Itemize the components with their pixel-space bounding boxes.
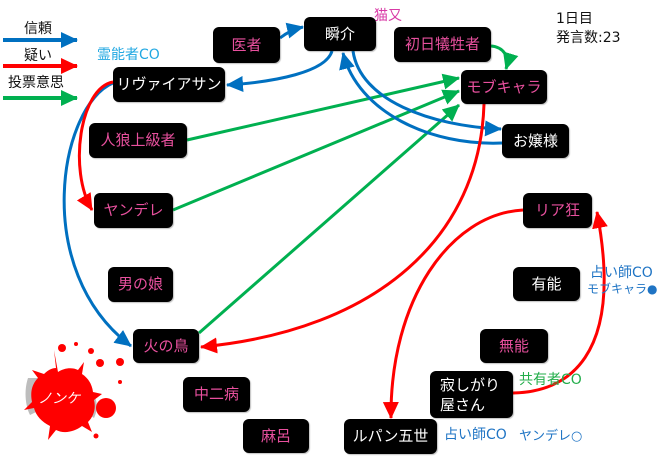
node-label: 瞬介	[324, 24, 355, 43]
node-label: 無能	[498, 336, 529, 355]
node-label: 男の娘	[117, 275, 163, 293]
node-ojou[interactable]: お嬢様	[502, 124, 569, 158]
node-lupin[interactable]: ルパン五世	[344, 419, 437, 454]
node-sabishi[interactable]: 寂しがり 屋さん	[430, 371, 513, 418]
node-yandere[interactable]: ヤンデレ	[94, 193, 173, 228]
node-jinro[interactable]: 人狼上級者	[89, 123, 187, 158]
role-annotation-medium-co: 霊能者CO	[97, 47, 160, 63]
day-counter: 1日目	[556, 11, 593, 27]
node-label-line2: 屋さん	[440, 395, 486, 414]
node-nonke-label: ノンケ	[38, 391, 80, 407]
edge-levi-to-yandere	[76, 80, 114, 211]
node-label: ヤンデレ	[103, 201, 164, 219]
node-label-line1: 寂しがり	[440, 375, 501, 394]
seer-result-1: モブキャラ●	[587, 282, 658, 296]
node-label: 初日犠牲者	[404, 35, 480, 53]
node-muno[interactable]: 無能	[480, 329, 548, 363]
edge-ojou-to-shunsuke	[339, 52, 503, 145]
edge-yandere-to-mob	[172, 89, 460, 212]
node-label: 医者	[231, 35, 262, 54]
edge-hinotori-to-mob	[198, 103, 460, 335]
legend-doubt-label: 疑い	[24, 48, 52, 64]
node-yuno[interactable]: 有能	[513, 267, 580, 301]
edge-riakyo-to-lupin	[382, 208, 524, 419]
speech-count: 発言数:23	[556, 30, 621, 46]
edge-jinro-to-mob	[186, 73, 460, 142]
role-annotation-seer-co-2: 占い師CO	[444, 427, 507, 443]
edge-shonichi-to-mob	[490, 44, 519, 70]
node-ishi[interactable]: 医者	[213, 27, 280, 63]
edge-shunsuke-to-levi	[226, 50, 334, 92]
node-label: 有能	[531, 274, 562, 293]
node-levi[interactable]: リヴァイアサン	[113, 67, 225, 102]
node-label: リア狂	[534, 201, 580, 219]
node-chuni[interactable]: 中二病	[183, 377, 250, 412]
node-label: 中二病	[193, 385, 239, 403]
role-annotation-nekomata: 猫又	[374, 8, 402, 24]
node-label: ルパン五世	[352, 427, 429, 445]
legend-vote-label: 投票意思	[8, 75, 64, 91]
seer-result-2: ヤンデレ○	[519, 429, 583, 444]
blood-splat-icon[interactable]	[14, 340, 124, 445]
node-label: 麻呂	[260, 426, 291, 445]
node-label: お嬢様	[512, 131, 558, 150]
node-shunsuke[interactable]: 瞬介	[304, 17, 376, 51]
node-hinotori[interactable]: 火の鳥	[133, 329, 199, 363]
edge-sabishi-to-riakyo	[512, 211, 608, 395]
node-maro[interactable]: 麻呂	[243, 419, 309, 453]
role-annotation-seer-co-1: 占い師CO	[590, 265, 653, 281]
role-annotation-mason-co: 共有者CO	[519, 372, 582, 388]
node-label: リヴァイアサン	[116, 75, 222, 93]
node-otoko[interactable]: 男の娘	[108, 267, 173, 302]
edge-shunsuke-to-ojou	[351, 50, 502, 137]
node-label: 人狼上級者	[100, 131, 176, 149]
node-mob[interactable]: モブキャラ	[461, 70, 547, 104]
node-riakyo[interactable]: リア狂	[523, 193, 592, 228]
node-label: モブキャラ	[466, 77, 542, 96]
legend-trust-label: 信頼	[24, 21, 52, 37]
node-label: 火の鳥	[143, 336, 189, 355]
edge-ishi-to-shunsuke	[279, 22, 304, 40]
node-shonichi[interactable]: 初日犠牲者	[394, 27, 491, 62]
edge-mob-to-hinotori	[200, 103, 486, 354]
